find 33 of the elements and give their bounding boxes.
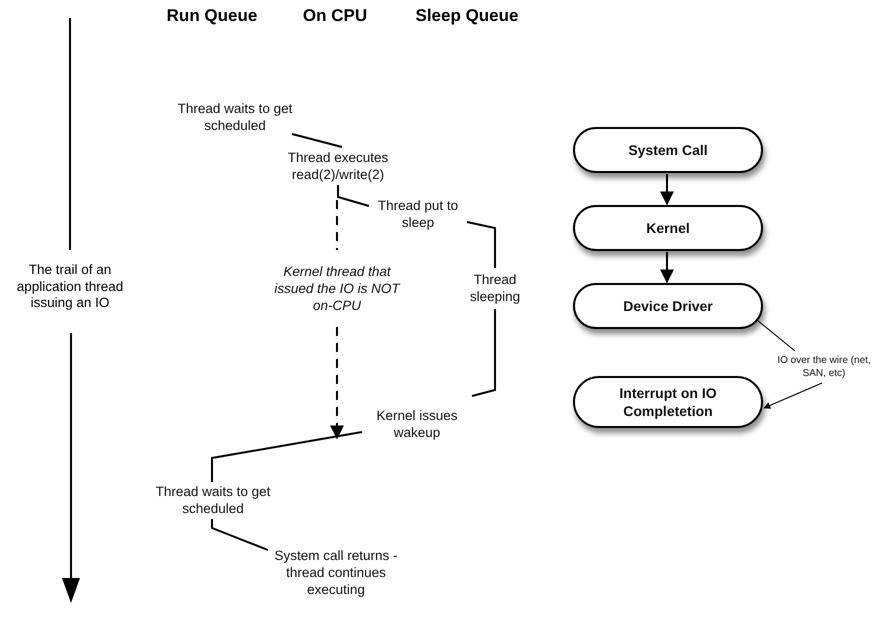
pill-label: Kernel [646,219,690,237]
arrow [330,327,344,440]
wire-note: IO over the wire (net, SAN, etc) [776,354,872,380]
connector-line [472,309,496,397]
connector-line [337,185,370,207]
column-heading: On CPU [302,6,368,26]
step-text: Thread executes read(2)/write(2) [286,149,390,183]
connector-line [336,200,338,250]
process-pill [573,127,763,173]
step-text: System call returns - thread continues executing [273,546,399,598]
arrow [660,252,674,284]
pill-label: System Call [628,141,708,159]
connector-line [756,320,796,352]
note-text: Kernel thread that issued the IO is NOT on-CPU [273,262,402,314]
connector-line [211,519,268,551]
process-pill [573,283,763,329]
arrow [660,174,674,206]
process-pill [573,205,763,251]
column-heading: Run Queue [166,6,258,26]
pill-label: Interrupt on IO Completetion [618,384,718,420]
step-text: Thread waits to get scheduled [176,100,294,134]
pill-label: Device Driver [623,297,713,315]
axis-caption: The trail of an application thread issuing an IO [16,262,124,312]
connector-line [211,431,362,482]
step-text: Thread sleeping [468,271,522,305]
step-text: Thread waits to get scheduled [154,483,272,517]
column-heading: Sleep Queue [414,6,520,26]
step-text: Thread put to sleep [376,197,460,231]
process-pill [573,376,763,428]
connector-line [466,221,496,268]
step-text: Kernel issues wakeup [375,407,459,441]
arrow [763,382,822,409]
connector-line [292,133,342,148]
